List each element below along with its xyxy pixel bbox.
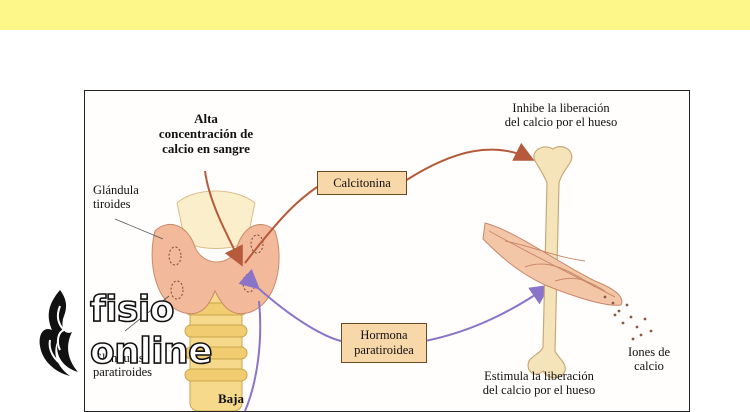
pth-arrow-segment-2 — [425, 287, 547, 341]
thyroid-leader-line — [115, 219, 163, 239]
top-banner — [0, 0, 750, 30]
calcium-ions-label: Iones de calcio — [619, 345, 679, 373]
thyroid-gland-label: Glándula tiroides — [93, 183, 139, 211]
calcitonin-arrow-segment-2 — [405, 150, 531, 181]
stimulate-release-label: Estimula la liberación del calcio por el… — [459, 369, 619, 397]
logo-text-online: online — [90, 334, 212, 370]
inhibit-release-label: Inhibe la liberación del calcio por el h… — [481, 101, 641, 129]
fisio-online-logo: fisio online — [30, 286, 230, 382]
logo-text-fisio: fisio — [90, 292, 174, 328]
low-calcium-label: Baja — [211, 391, 251, 406]
calcitonin-box: Calcitonina — [317, 171, 407, 195]
flame-wave-icon — [30, 286, 86, 382]
high-calcium-label: Alta concentración de calcio en sangre — [151, 111, 261, 156]
parathyroid-hormone-box: Hormona paratiroidea — [341, 323, 427, 363]
